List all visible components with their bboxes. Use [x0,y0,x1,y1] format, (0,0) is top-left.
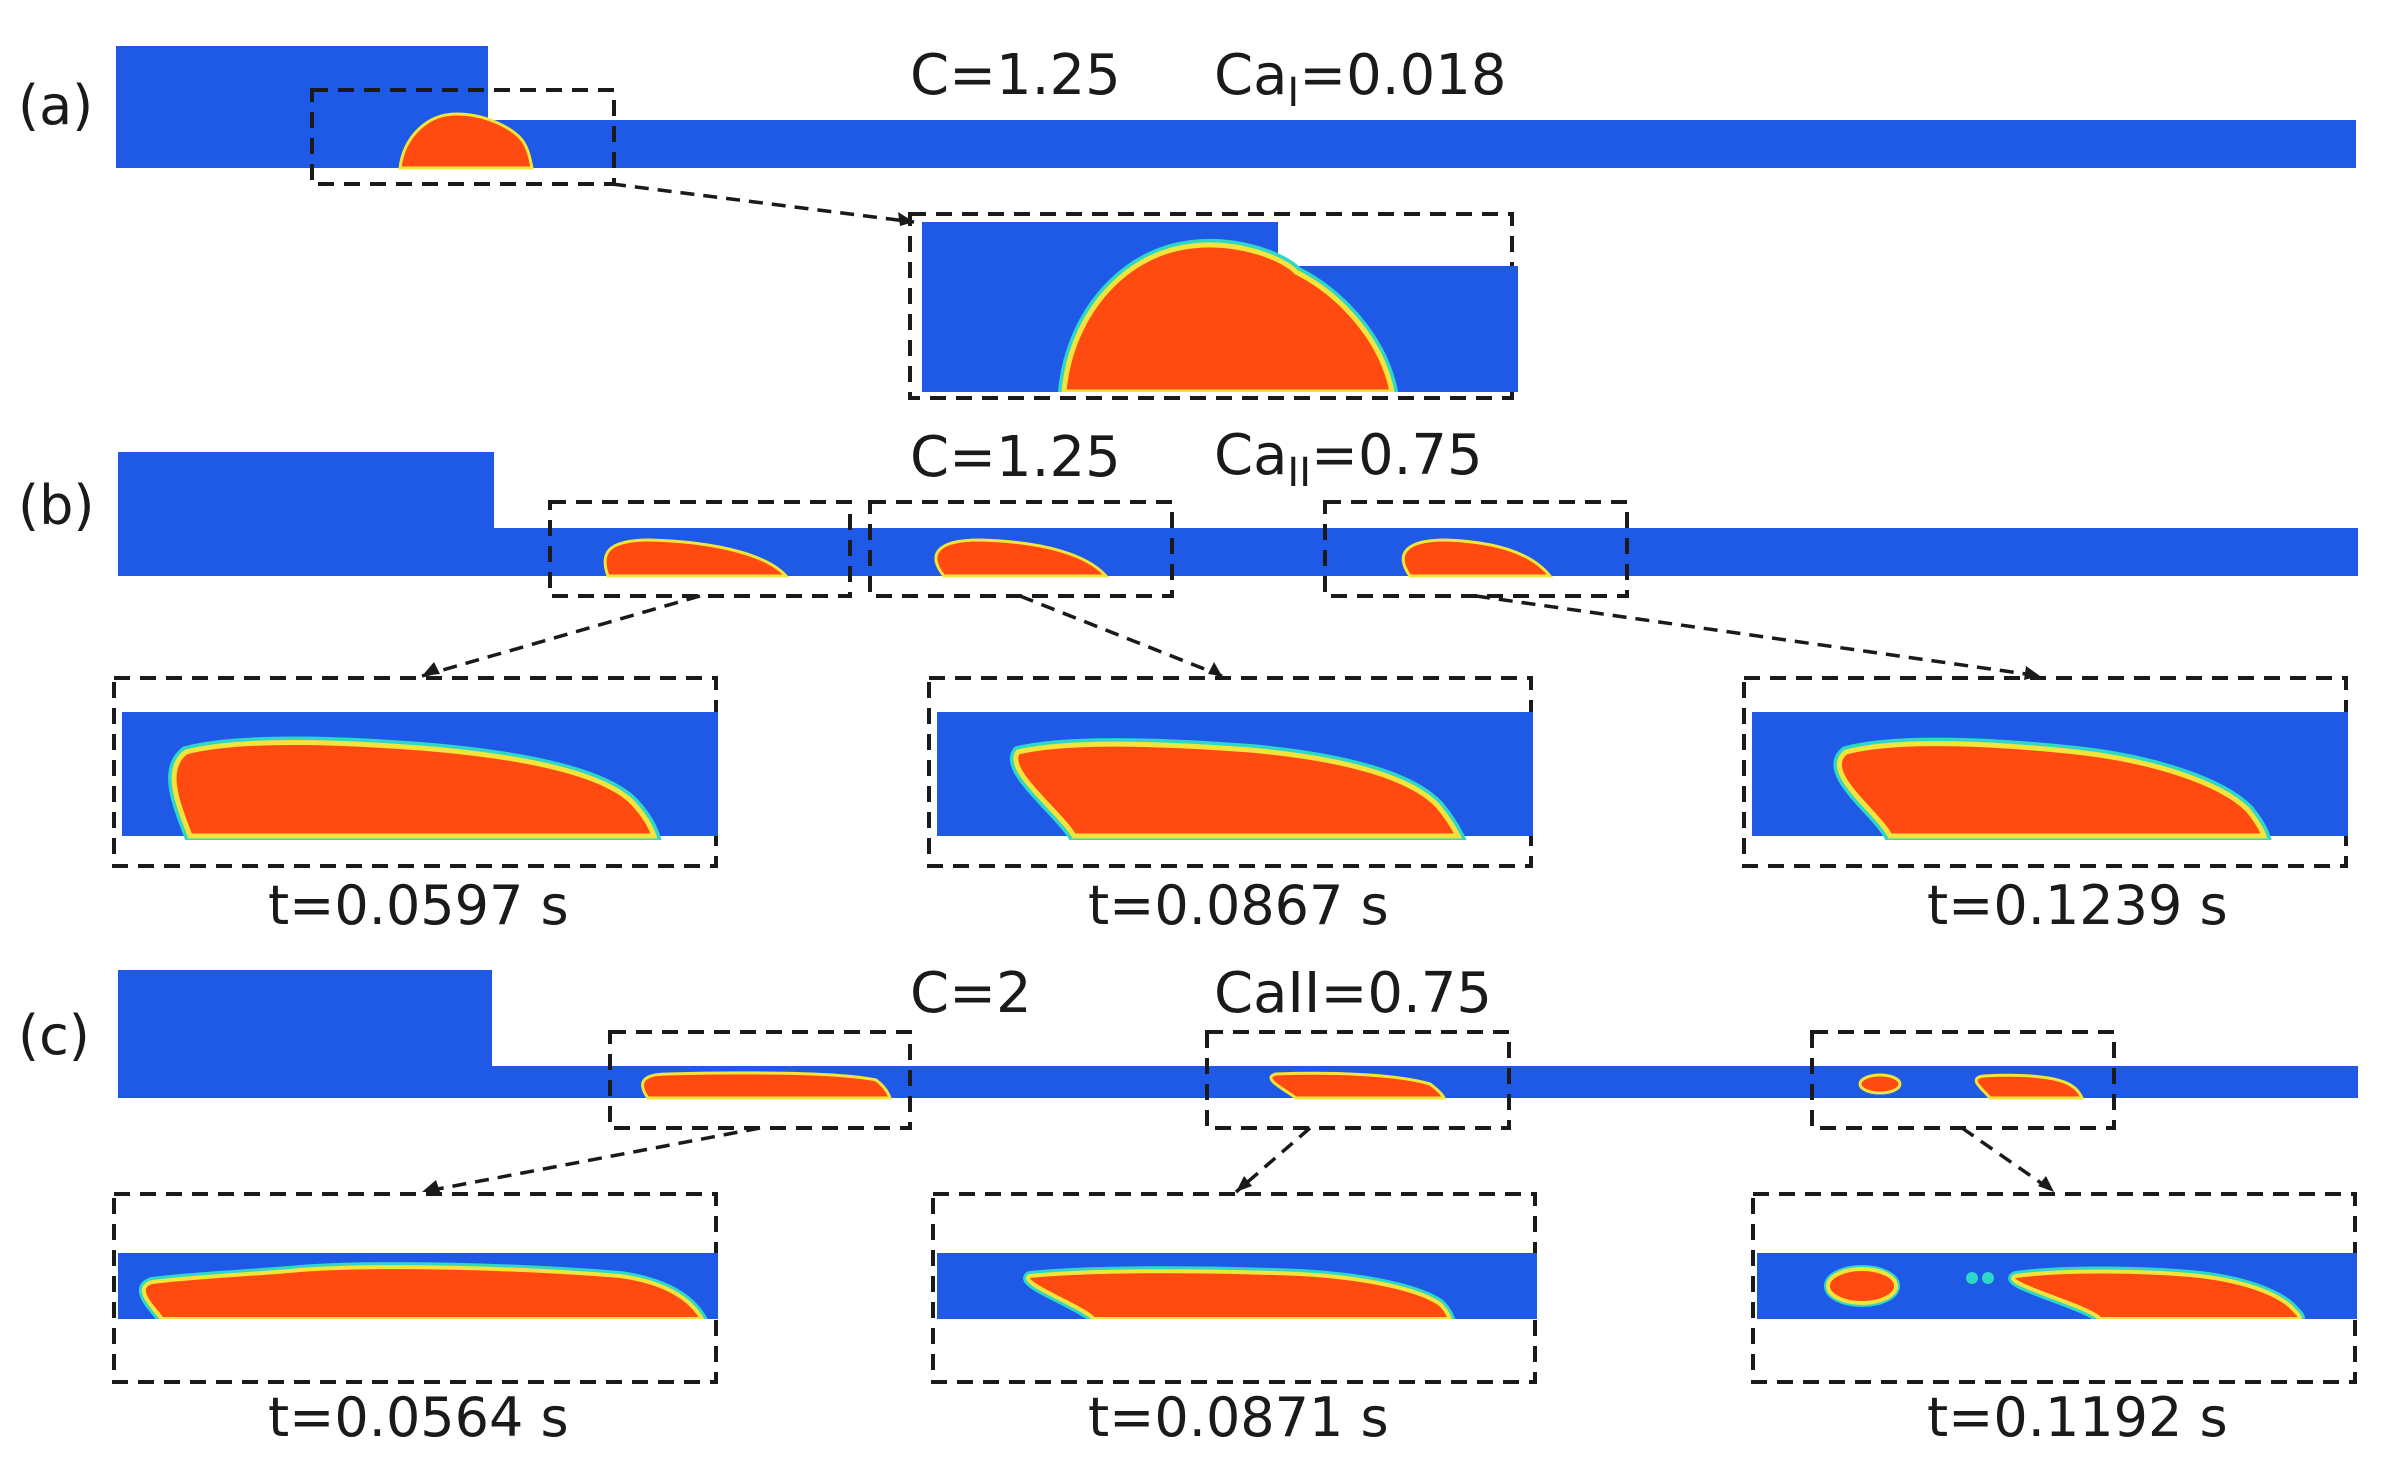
satellite-droplet-small [1966,1272,1978,1284]
zoom-inset-a [908,212,1514,400]
channel-c [118,970,2358,1100]
panel-c-c-value: C=2 [910,961,1032,1026]
panel-a-label: (a) [18,74,93,137]
zoom-inset-b-3 [1742,676,2348,868]
zoom-connector-b-1 [421,594,701,678]
zoom-inset-b-1 [112,676,718,868]
time-label-c-1: t=0.0564 s [268,1386,569,1449]
time-label-c-3: t=0.1192 s [1927,1386,2228,1449]
zoom-inset-b-2 [927,676,1533,868]
panel-b-c-value: C=1.25 [910,425,1121,490]
panel-a: (a) C=1.25 CaI=0.018 [18,43,2356,400]
zoom-connector-c-3 [1961,1126,2055,1194]
droplet-a [398,112,534,170]
zoom-inset-a-content [922,222,1518,392]
zoom-connector-c-2 [1234,1126,1312,1194]
time-label-b-3: t=0.1239 s [1927,874,2228,937]
panel-b: (b) C=1.25 CaII=0.75 [18,423,2358,937]
zoom-inset-c-3-content [1757,1253,2357,1319]
channel-b [118,452,2358,578]
zoom-inset-c-1 [112,1192,718,1384]
droplet-b-1 [603,538,790,578]
droplet-c-1 [641,1071,893,1100]
panel-a-ca-value: CaI=0.018 [1214,43,1506,116]
droplet-b-2 [934,538,1110,578]
zoom-region-c-2 [1205,1030,1511,1130]
droplet-c-2 [1269,1071,1447,1100]
droplet-c-3-satellite [1858,1073,1902,1095]
panel-b-label: (b) [18,474,94,537]
channel-a [116,46,2356,170]
zoom-connector-b-2 [1019,594,1223,678]
time-label-b-1: t=0.0597 s [268,874,569,937]
time-label-c-2: t=0.0871 s [1088,1386,1389,1449]
panel-c: (c) C=2 CaII=0.75 [18,961,2358,1449]
droplet-b-3 [1401,538,1554,578]
zoom-connector-b-3 [1475,594,2041,678]
panel-b-ca-value: CaII=0.75 [1214,423,1483,496]
time-label-b-2: t=0.0867 s [1088,874,1389,937]
zoom-inset-b-2-content [937,712,1533,840]
zoom-region-a [310,88,616,186]
zoom-connector-c-1 [421,1126,761,1194]
panel-a-c-value: C=1.25 [910,43,1121,108]
droplet-c-3 [1974,1073,2085,1100]
zoom-inset-c-2 [931,1192,1537,1384]
zoom-inset-c-3 [1751,1192,2357,1384]
zoom-inset-c-2-content [937,1253,1537,1319]
panel-c-label: (c) [18,1004,90,1067]
zoom-connector-a [611,182,915,224]
zoom-region-b-1 [548,500,852,598]
zoom-inset-b-1-content [122,712,718,840]
zoom-inset-c-1-content [118,1253,718,1319]
panel-c-ca-value: CaII=0.75 [1214,961,1492,1026]
zoom-inset-b-3-content [1752,712,2348,840]
